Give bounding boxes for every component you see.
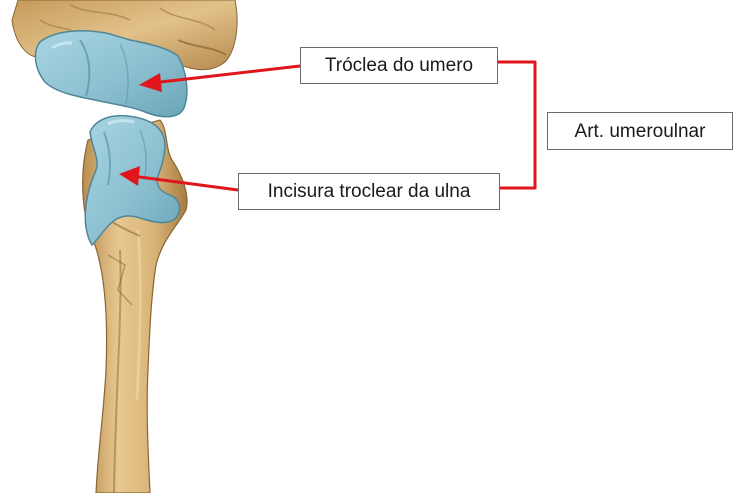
pointer-lines xyxy=(131,60,537,192)
trochlea-label: Tróclea do umero xyxy=(300,47,498,84)
pointer-arrowheads xyxy=(119,73,162,186)
trochlea-cartilage xyxy=(34,29,188,118)
trochlea-leader-line xyxy=(151,64,301,85)
joint-label: Art. umeroulnar xyxy=(547,112,733,150)
bracket xyxy=(498,60,537,190)
trochlear-notch-label: Incisura troclear da ulna xyxy=(238,173,500,210)
notch-arrowhead xyxy=(119,166,140,186)
trochlea-arrowhead xyxy=(139,73,162,92)
notch-leader-line xyxy=(131,174,239,192)
